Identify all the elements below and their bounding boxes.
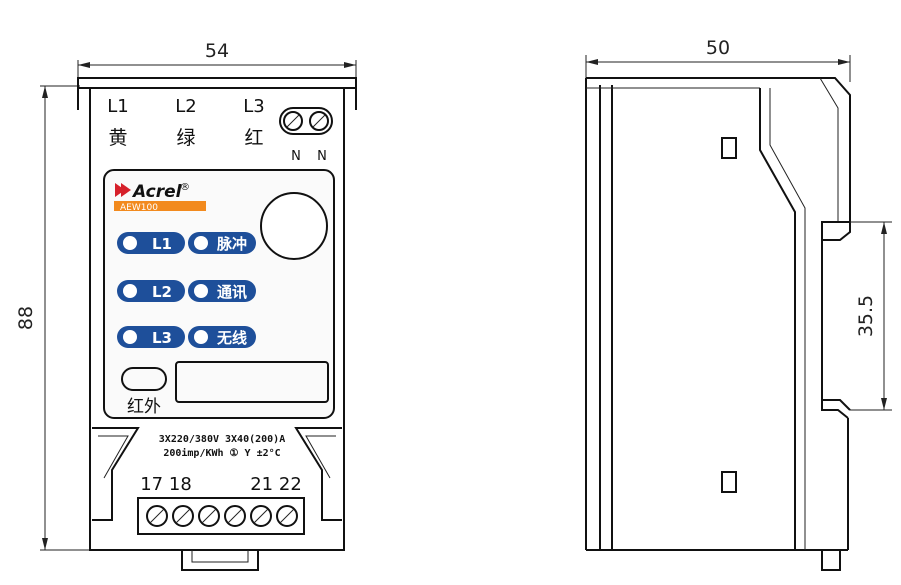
led-l3: L3 <box>117 326 185 348</box>
spec-line-2: 200imp/KWh ① Y ±2°C <box>163 447 280 459</box>
phase-color-l3: 红 <box>244 127 263 149</box>
svg-text:®: ® <box>180 182 190 193</box>
led-wireless: 无线 <box>188 326 256 348</box>
side-window-bottom <box>721 471 737 493</box>
led-comm: 通讯 <box>188 280 256 302</box>
spec-line-1: 3X220/380V 3X40(200)A <box>159 434 285 445</box>
side-view: 50 35.5 <box>585 37 892 571</box>
svg-text:通讯: 通讯 <box>217 283 247 301</box>
depth-dimension: 50 <box>706 37 730 59</box>
ir-label: 红外 <box>127 397 161 417</box>
phase-label-l1: L1 <box>107 96 128 117</box>
terminal-numbers-right: 21 22 <box>250 474 302 495</box>
model-label: AEW100 <box>120 203 158 213</box>
model-strip <box>114 201 206 211</box>
width-dimension: 54 <box>205 40 229 62</box>
display-window <box>260 192 328 260</box>
led-pulse: 脉冲 <box>188 232 256 254</box>
neutral-label-2: N <box>317 149 327 164</box>
led-l1: L1 <box>117 232 185 254</box>
phase-label-l2: L2 <box>175 96 196 117</box>
svg-text:Acrel: Acrel <box>131 182 183 202</box>
acrel-logo: Acrel ® <box>115 182 190 202</box>
side-window-top <box>721 137 737 159</box>
terminal-block <box>137 497 305 535</box>
neutral-label-1: N <box>291 149 301 164</box>
terminal-numbers-left: 17 18 <box>140 474 192 495</box>
rail-dimension: 35.5 <box>855 295 877 337</box>
phase-color-l2: 绿 <box>176 127 195 149</box>
led-l2: L2 <box>117 280 185 302</box>
neutral-terminal-block: N N <box>279 107 333 164</box>
height-dimension: 88 <box>15 306 37 330</box>
phase-color-l1: 黄 <box>108 127 127 149</box>
ir-port <box>121 367 167 391</box>
label-window <box>175 361 329 403</box>
svg-text:L1: L1 <box>152 235 172 253</box>
svg-text:无线: 无线 <box>216 329 247 347</box>
front-view: 54 88 L1 L2 L3 黄 绿 红 N N <box>15 40 357 571</box>
svg-text:脉冲: 脉冲 <box>216 235 247 253</box>
phase-label-l3: L3 <box>243 96 264 117</box>
svg-text:L3: L3 <box>152 329 172 347</box>
svg-text:L2: L2 <box>152 283 172 301</box>
